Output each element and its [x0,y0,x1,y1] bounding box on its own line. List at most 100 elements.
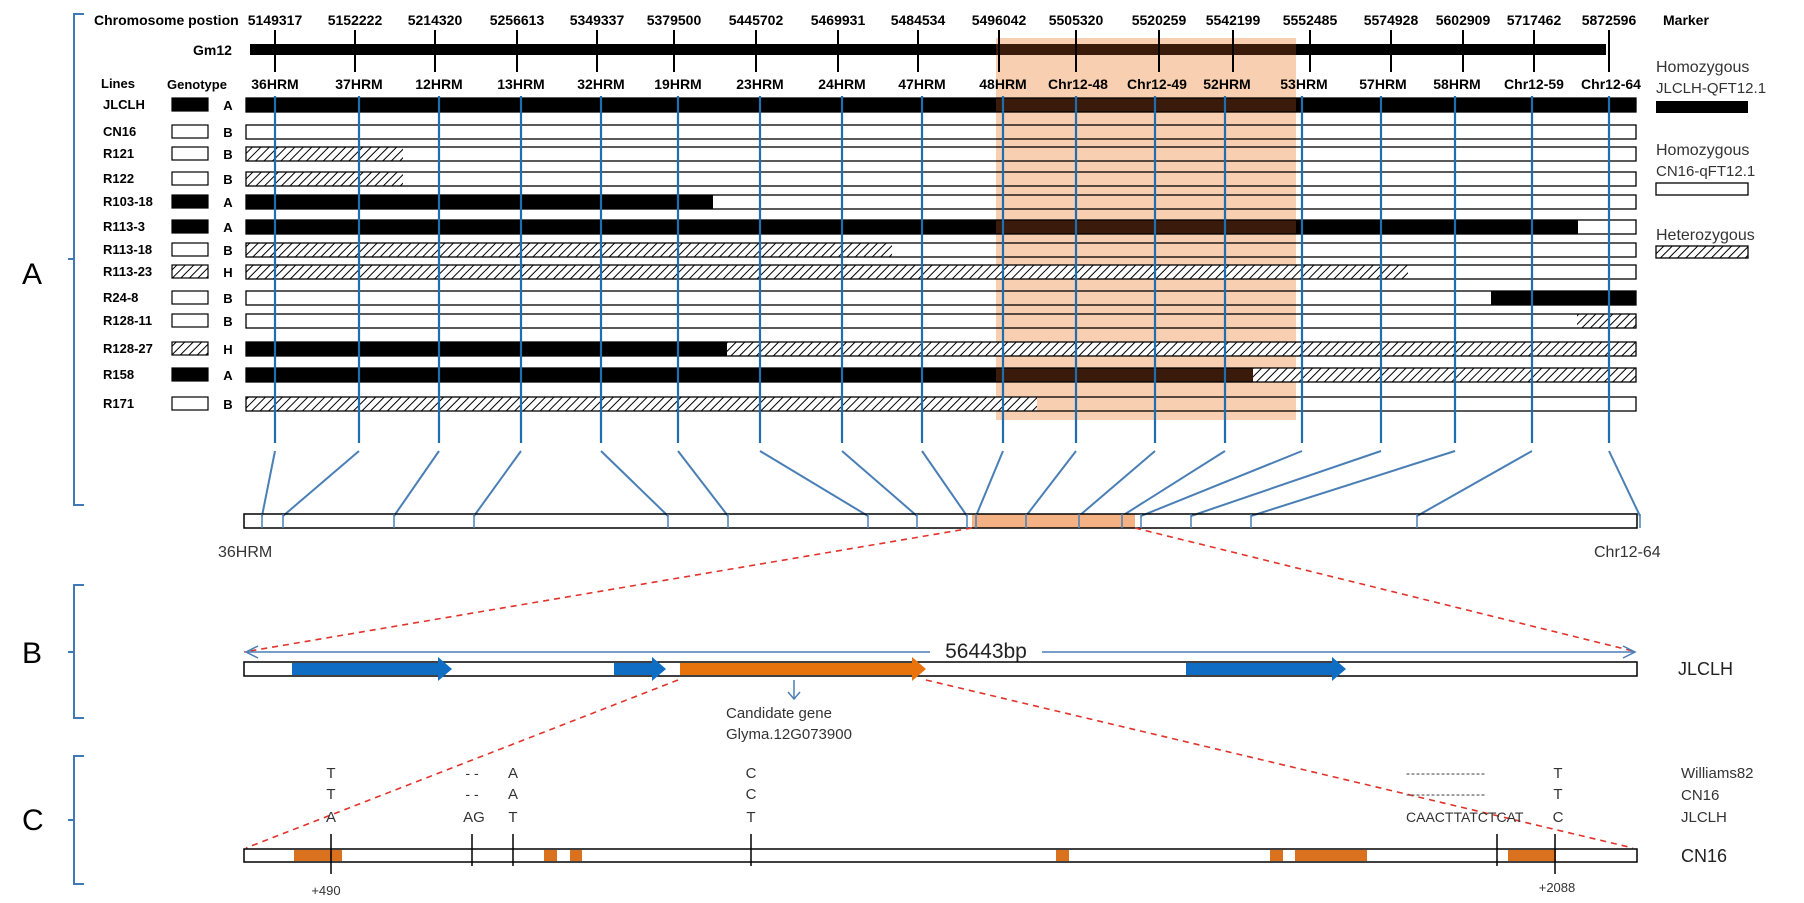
panel-a-bracket [68,13,84,506]
genotype-segment [246,397,1037,411]
position-label: 5574928 [1364,12,1419,28]
exon-3 [570,850,582,861]
line-name: R128-11 [103,313,152,328]
genotype-segment [246,172,403,186]
marker-fan-line [1140,450,1303,517]
line-name: R171 [103,396,134,411]
marker-label: 36HRM [251,76,298,92]
genotype-bar-outline [245,242,1637,258]
genotype-swatch [171,171,209,186]
snp6-cn16: T [1553,786,1562,803]
genotype-swatch [171,124,209,139]
line-name: R121 [103,146,134,161]
gene-arrow-3 [1186,657,1346,681]
marker-label: 12HRM [415,76,462,92]
legend-homo-cn16-sub: CN16-qFT12.1 [1656,163,1755,180]
candidate-gene-arrow [680,657,926,681]
snp6-jlclh: C [1553,809,1564,826]
marker-vertical-lines [273,96,1611,443]
marker-fan-line [1416,450,1533,517]
marker-fan-line [1190,450,1382,517]
exon-1 [294,850,342,861]
legend-homo-jlclh-swatch [1656,101,1748,113]
exon-4 [1056,850,1069,861]
line-name: CN16 [103,124,136,139]
snp4-cn16: C [746,786,757,803]
cn16-gene-bar [243,848,1638,863]
genotype-swatch [171,313,209,328]
position-right-label: +2088 [1539,880,1576,895]
zoom-region-highlight [972,514,1135,528]
genotype-segment [246,243,892,257]
genotype-code: H [223,265,232,280]
line-name: R122 [103,171,134,186]
genotype-segment [246,291,1491,305]
marker-fan-line [975,450,1004,517]
snp1-cn16: T [326,786,335,803]
panel-c-bracket [68,755,84,885]
snp2-jlclh: AG [463,809,485,826]
marker-fan-line [759,450,869,517]
snp5-dashes-cn16: ---------------- [1406,787,1486,801]
snp5-dashes-williams82: ---------------- [1406,766,1486,780]
marker-label: Chr12-59 [1504,76,1564,92]
candidate-gene-label-1: Candidate gene [726,705,832,722]
genotype-segment [1578,220,1636,234]
exon-6 [1295,850,1367,861]
genotype-bar-outline [245,313,1637,329]
genotype-code: B [223,172,232,187]
marker-fan-line [1025,450,1077,517]
zoom-right-label: Chr12-64 [1594,544,1661,561]
genotype-bar-outline [245,194,1637,210]
row-label-jlclh: JLCLH [1681,809,1727,826]
position-label: 5349337 [570,12,625,28]
marker-fan-line [921,450,968,517]
marker-label: Chr12-49 [1127,76,1187,92]
snp3-williams82: A [508,765,518,782]
legend-homo-cn16-title: Homozygous [1656,142,1749,159]
genotype-segment [246,125,1636,139]
genotype-segment [246,220,1578,234]
genotype-bar-outline [245,396,1637,412]
exon-2 [544,850,557,861]
position-label: 5542199 [1206,12,1261,28]
marker-fan-line [473,450,522,517]
snp5-sequence: CAACTTATCTCAT [1406,809,1524,825]
marker-fan-line [1608,450,1641,517]
line-name: R24-8 [103,290,138,305]
genotype-swatch [171,219,209,234]
candidate-gene-label-2: Glyma.12G073900 [726,726,852,743]
legend-hetero-swatch [1655,245,1749,259]
genotype-bar-outline [245,171,1637,187]
marker-fan-line [261,450,276,517]
genotype-segment [1491,291,1636,305]
genotype-code: H [223,342,232,357]
genotype-segment [246,147,403,161]
zoom-bar-ticks [261,514,1641,528]
position-label: 5602909 [1436,12,1491,28]
position-label: 5445702 [729,12,784,28]
marker-fan-lines [261,450,1641,517]
line-name: R113-18 [103,242,152,257]
genotype-segment-highlight [996,98,1296,112]
marker-label: 32HRM [577,76,624,92]
marker-label: Chr12-48 [1048,76,1108,92]
snp2-cn16: - - [465,786,479,802]
genotype-segment-highlight [996,368,1253,382]
line-name: R128-27 [103,341,153,356]
genotype-swatch [171,97,209,112]
snp2-williams82: - - [465,765,479,781]
genotype-bar-outline [245,219,1637,235]
genotype-bar-outline [245,341,1637,357]
genotype-code: A [223,220,233,235]
marker-label: 47HRM [898,76,945,92]
snp1-jlclh: A [326,809,336,826]
genotype-segment [246,195,713,209]
genotype-code: A [223,368,233,383]
genotype-code: B [223,314,232,329]
marker-fan-line [393,450,440,517]
position-label: 5520259 [1132,12,1187,28]
genotype-segment [1408,265,1636,279]
